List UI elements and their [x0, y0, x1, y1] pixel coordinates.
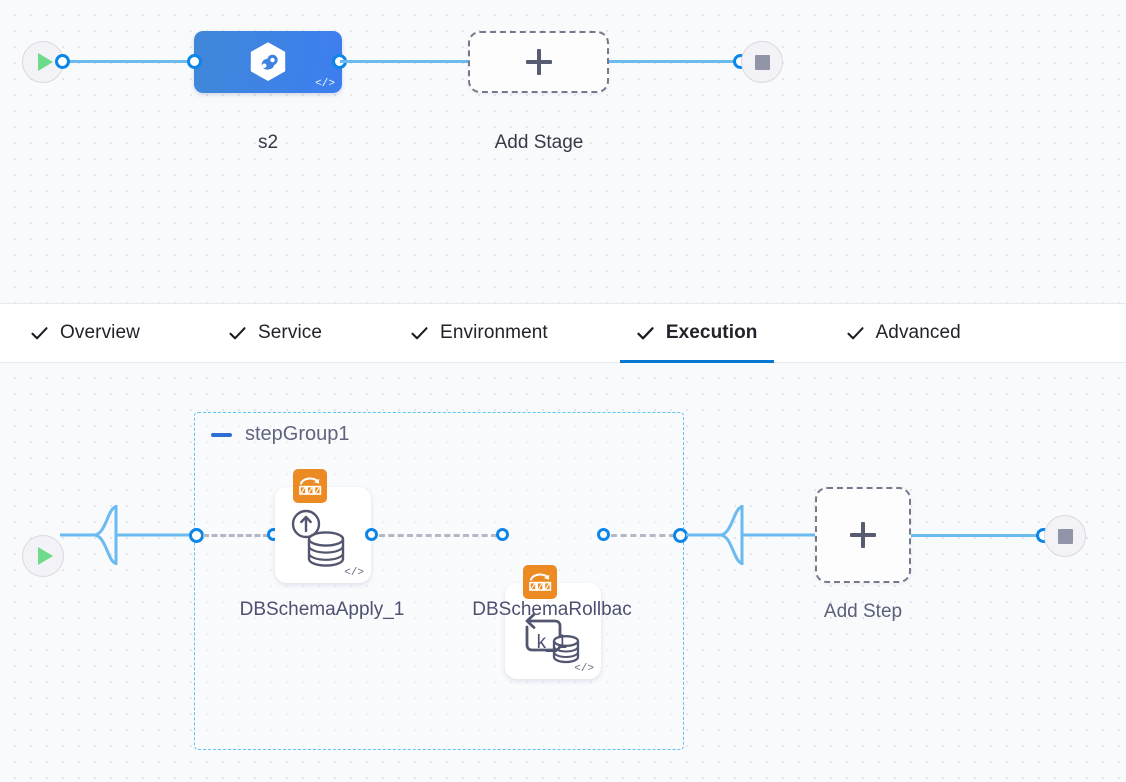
- step-label-dbschemarollback: DBSchemaRollback_1: [472, 599, 632, 653]
- stage-label: s2: [257, 132, 279, 153]
- pipeline-end-node[interactable]: [741, 41, 783, 83]
- add-stage-button[interactable]: [468, 31, 609, 93]
- execution-end-node[interactable]: [1044, 515, 1086, 557]
- tab-overview[interactable]: Overview: [14, 304, 156, 362]
- tab-label: Execution: [665, 322, 758, 343]
- tab-label: Service: [257, 322, 323, 343]
- stage-node-s2[interactable]: </>: [194, 31, 342, 93]
- database-rollback-icon: [525, 613, 580, 664]
- stage-config-tabs[interactable]: Overview Service Environment Execution A…: [0, 303, 1126, 363]
- stage-canvas[interactable]: </> s2 Add Stage: [0, 0, 1126, 303]
- harness-hexagon-icon: [250, 42, 286, 81]
- connector-stage-to-addstage: [340, 60, 470, 63]
- execution-start-node[interactable]: [22, 535, 64, 577]
- minus-icon[interactable]: [211, 432, 232, 437]
- step-group-container[interactable]: stepGroup1: [194, 412, 684, 750]
- check-icon: [30, 324, 49, 343]
- tab-label: Advanced: [875, 322, 961, 343]
- connector-start-to-group: [60, 505, 198, 565]
- play-icon: [37, 53, 53, 71]
- tab-advanced[interactable]: Advanced: [830, 304, 977, 362]
- stop-icon: [754, 54, 770, 70]
- dashed-connector-2: [379, 534, 497, 537]
- add-step-label: Add Step: [823, 601, 903, 622]
- add-step-button[interactable]: [815, 487, 911, 583]
- connector-dot-step1-out[interactable]: [365, 528, 378, 541]
- connector-dot-stage-in[interactable]: [187, 54, 202, 69]
- tab-label: Environment: [440, 322, 548, 343]
- connector-dot-step2-out[interactable]: [597, 528, 610, 541]
- liquibase-icon: [293, 469, 327, 503]
- code-badge-icon: </>: [344, 567, 364, 579]
- connector-addstage-to-end: [609, 60, 749, 63]
- code-badge-icon: </>: [574, 663, 594, 675]
- connector-addstep-to-end: [911, 534, 1046, 537]
- check-icon: [846, 324, 865, 343]
- step-node-dbschemaapply[interactable]: </>: [275, 469, 371, 583]
- step-label-dbschemaapply: DBSchemaApply_1: [239, 599, 405, 620]
- plus-icon: [850, 522, 876, 548]
- connector-dot-start-out[interactable]: [55, 54, 70, 69]
- connector-group-to-addstep: [686, 505, 816, 565]
- check-icon: [228, 324, 247, 343]
- dashed-connector-3: [611, 534, 675, 537]
- connector-dot-group-in[interactable]: [189, 528, 204, 543]
- check-icon: [410, 324, 429, 343]
- dashed-connector-1: [203, 534, 269, 537]
- tab-service[interactable]: Service: [212, 304, 338, 362]
- add-stage-label: Add Stage: [494, 132, 584, 153]
- connector-dot-step2-in[interactable]: [496, 528, 509, 541]
- code-badge-icon: </>: [315, 78, 335, 90]
- tab-environment[interactable]: Environment: [394, 304, 564, 362]
- plus-icon: [525, 49, 552, 75]
- database-upload-icon: [291, 509, 345, 567]
- tab-label: Overview: [60, 322, 140, 343]
- check-icon: [636, 324, 655, 343]
- tab-execution[interactable]: Execution: [619, 304, 774, 363]
- stop-icon: [1057, 528, 1073, 544]
- liquibase-icon: [523, 565, 557, 599]
- execution-steps-canvas[interactable]: stepGroup1: [0, 363, 1126, 782]
- connector-start-to-stage: [62, 60, 202, 63]
- play-icon: [37, 547, 53, 565]
- step-group-header[interactable]: stepGroup1: [211, 423, 350, 446]
- step-node-dbschemarollback[interactable]: </>: [505, 565, 601, 679]
- step-group-title: stepGroup1: [245, 423, 350, 445]
